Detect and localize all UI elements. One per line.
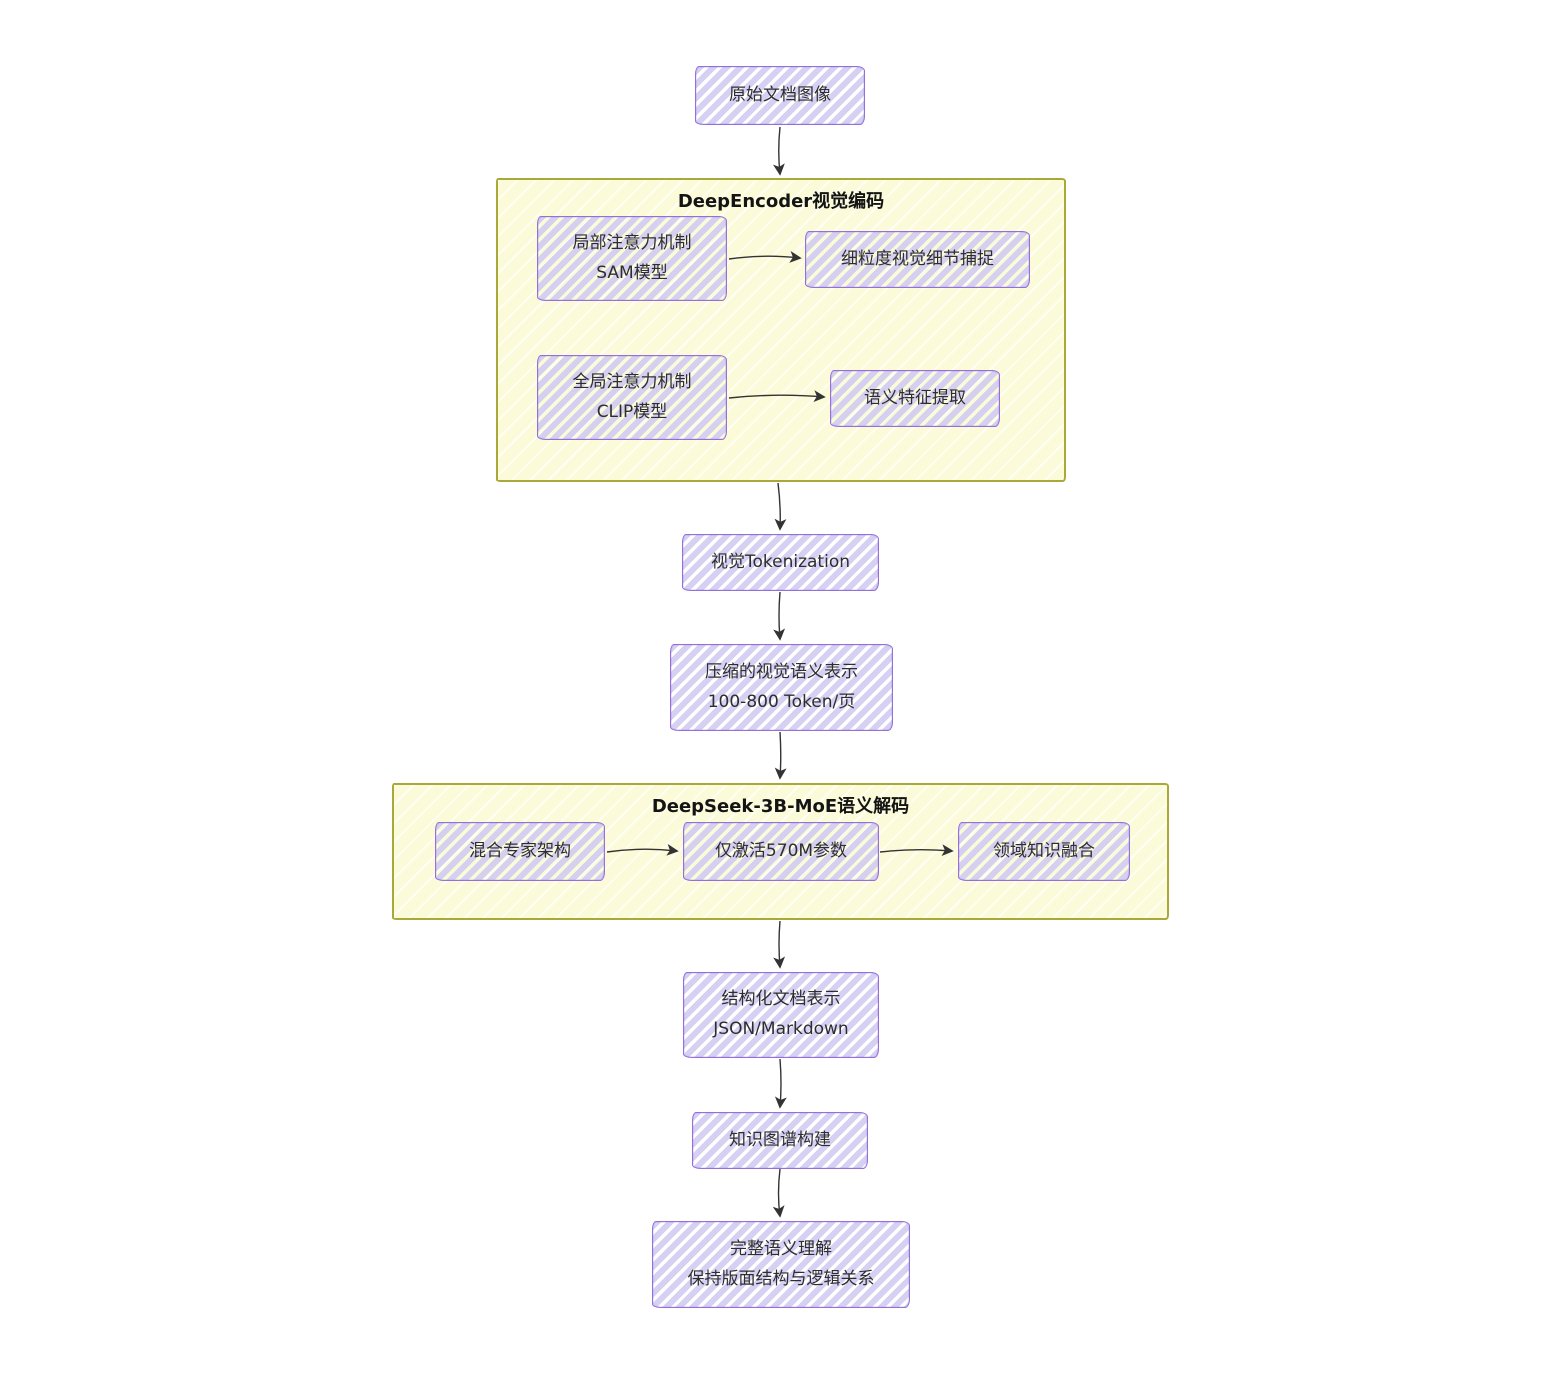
node-label: 语义特征提取 <box>864 387 966 408</box>
node-label: 全局注意力机制 <box>572 371 692 392</box>
node-label: SAM模型 <box>596 262 668 283</box>
node-mixture-of-experts: 混合专家架构 <box>435 822 605 881</box>
node-label: 100-800 Token/页 <box>707 691 856 712</box>
edge-tokenization-to-compressed <box>773 591 786 641</box>
node-domain-knowledge-fusion: 领域知识融合 <box>958 822 1130 881</box>
node-original-document-image: 原始文档图像 <box>695 66 865 125</box>
node-label: 混合专家架构 <box>469 840 571 861</box>
node-activated-570m-params: 仅激活570M参数 <box>683 822 879 881</box>
node-global-attention-clip: 全局注意力机制 CLIP模型 <box>537 355 727 440</box>
container-deepseek-moe-title: DeepSeek-3B-MoE语义解码 <box>651 796 910 817</box>
node-local-attention-sam: 局部注意力机制 SAM模型 <box>537 216 727 301</box>
node-label: 领域知识融合 <box>993 840 1095 861</box>
edge-compressed-to-decoder <box>774 731 787 780</box>
node-label: 局部注意力机制 <box>572 232 692 253</box>
node-compressed-visual-representation: 压缩的视觉语义表示 100-800 Token/页 <box>670 644 893 731</box>
node-label: JSON/Markdown <box>713 1019 849 1039</box>
node-semantic-feature-extraction: 语义特征提取 <box>830 370 1000 427</box>
edge-decoder-to-structured <box>773 920 786 969</box>
node-label: 视觉Tokenization <box>711 551 850 572</box>
edge-origin-to-encoder <box>772 126 785 176</box>
container-deepencoder-title: DeepEncoder视觉编码 <box>677 191 885 212</box>
node-label: 完整语义理解 <box>730 1238 832 1259</box>
node-label: CLIP模型 <box>596 401 668 422</box>
node-label: 原始文档图像 <box>729 84 831 105</box>
edge-structured-to-kg <box>774 1058 787 1109</box>
node-knowledge-graph-construction: 知识图谱构建 <box>692 1112 868 1169</box>
node-fine-grained-detail-capture: 细粒度视觉细节捕捉 <box>805 231 1030 288</box>
node-label: 结构化文档表示 <box>721 989 841 1010</box>
node-label: 知识图谱构建 <box>729 1129 831 1150</box>
edge-kg-to-final <box>772 1168 785 1218</box>
node-label: 保持版面结构与逻辑关系 <box>687 1268 875 1289</box>
node-label: 细粒度视觉细节捕捉 <box>841 248 994 269</box>
node-structured-document: 结构化文档表示 JSON/Markdown <box>683 972 879 1058</box>
node-complete-semantic-understanding: 完整语义理解 保持版面结构与逻辑关系 <box>652 1221 910 1308</box>
node-label: 仅激活570M参数 <box>714 840 848 861</box>
edge-encoder-to-tokenization <box>774 482 787 531</box>
node-label: 压缩的视觉语义表示 <box>705 661 858 682</box>
node-visual-tokenization: 视觉Tokenization <box>682 534 879 591</box>
